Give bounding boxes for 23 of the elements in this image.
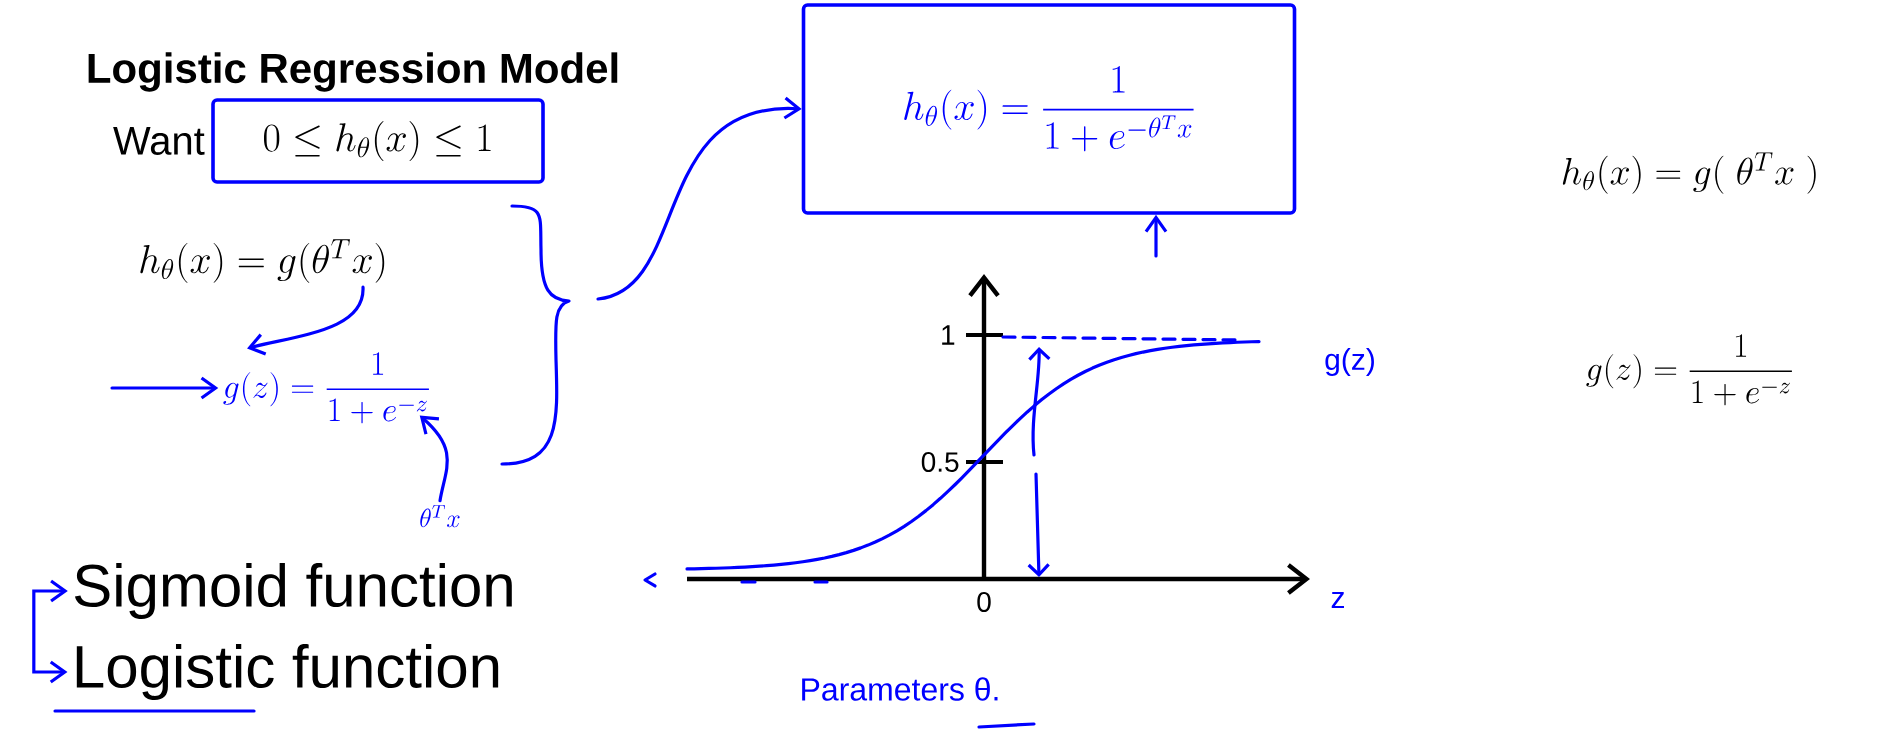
arrow [1144, 214, 1168, 258]
title: Logistic Regression Model [88, 52, 618, 92]
handwritten-note: Parameters θ. [802, 677, 998, 701]
handwritten-formula-box: $h_\theta(x) = \frac{1}{1+e^{-\theta^T x}}$ [801, 3, 1297, 215]
arrow [247, 285, 365, 356]
term-text: Logistic function [76, 644, 499, 700]
beside-text: Want [113, 127, 205, 155]
highlighted-formula-box: $0 \le h_\theta(x) \le 1$ [211, 98, 545, 184]
arrow [419, 415, 449, 503]
arrow [32, 579, 68, 684]
formula: $g(z) = \frac{1}{1+e^{-z}}$ [1586, 334, 1792, 406]
tick-label: 0 [977, 592, 991, 612]
arrow [596, 96, 802, 301]
term-text: Sigmoid function [74, 563, 512, 619]
formula: $h_\theta(x) = g(\;\theta^T x\;)$ [1562, 152, 1816, 194]
tick-label: 0.5 [921, 452, 959, 472]
handwritten-formula: $g(z) = \frac{1}{1+e^{-z}}$ [223, 352, 429, 424]
tick-label: 1 [942, 325, 955, 345]
handwritten-formula: $\theta^T x$ [420, 505, 460, 528]
curve-label: g(z) [1325, 348, 1374, 376]
formula: $h_\theta(x) = g(\theta^T x)$ [140, 239, 385, 283]
axis-label: z [1331, 592, 1344, 608]
arrow [110, 376, 219, 400]
